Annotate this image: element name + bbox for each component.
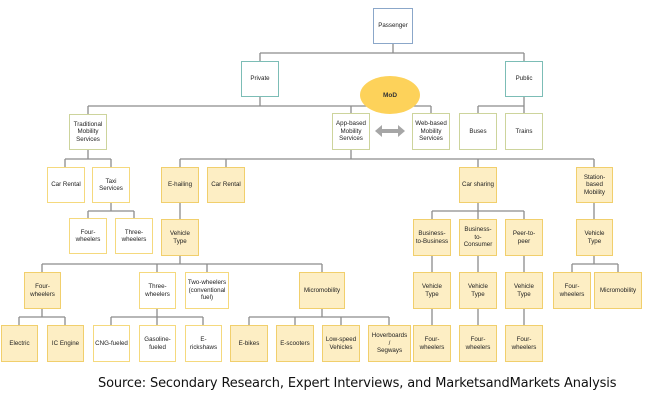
node-buses: Buses [459,113,497,150]
node-car-rental-app: Car Rental [207,167,245,203]
node-business-to-business: Business- to-Business [413,219,451,256]
node-e-hailing-four-wheelers: Four- wheelers [24,272,61,309]
node-station-based-mobility: Station- based Mobility [576,167,613,203]
node-e-hailing-vehicle-type: Vehicle Type [161,219,199,256]
node-taxi-four-wheelers: Four- wheelers [69,218,107,254]
node-car-rental-traditional: Car Rental [47,167,85,203]
node-web-based-mobility: Web-based Mobility Services [412,113,450,150]
node-b2b-four-wheelers: Four- wheelers [413,325,451,362]
connector [110,309,204,325]
connector [87,97,432,114]
node-taxi-services: Taxi Services [92,167,130,203]
node-trains: Trains [505,113,543,150]
node-business-to-consumer: Business- to- Consumer [459,219,497,256]
connector [179,150,595,167]
node-cng-fueled: CNG-fueled [93,325,130,362]
mod-ellipse: MoD [360,76,420,114]
node-peer-to-peer: Peer-to- peer [505,219,543,256]
node-traditional-mobility: Traditional Mobility Services [69,114,107,150]
connector [248,309,390,325]
connector [431,203,525,219]
node-e-hailing-three-wheelers: Three- wheelers [139,272,176,309]
node-low-speed-vehicles: Low-speed Vehicles [322,325,360,362]
connector [259,44,525,61]
node-two-wheelers: Two-wheelers (conventional fuel) [185,272,229,309]
node-e-rickshaws: E- rickshaws [185,325,222,362]
node-station-four-wheelers: Four- wheelers [553,272,591,309]
node-public: Public [505,61,543,97]
node-p2p-four-wheelers: Four- wheelers [505,325,543,362]
node-e-scooters: E-scooters [276,325,314,362]
node-taxi-three-wheelers: Three- wheelers [115,218,153,254]
node-ic-engine: IC Engine [47,325,84,362]
node-private: Private [241,61,279,97]
source-caption: Source: Secondary Research, Expert Inter… [98,376,617,391]
double-arrow-icon [375,125,405,137]
connector [18,309,66,325]
node-station-vehicle-type: Vehicle Type [576,219,613,256]
node-p2p-vehicle-type: Vehicle Type [505,272,543,309]
node-gasoline-fueled: Gasoline- fueled [139,325,176,362]
node-e-hailing: E-hailing [161,167,199,203]
node-car-sharing: Car sharing [459,167,497,203]
node-micromobility: Micromobility [299,272,345,309]
node-electric: Electric [1,325,38,362]
node-e-bikes: E-bikes [230,325,268,362]
node-b2c-vehicle-type: Vehicle Type [459,272,497,309]
node-station-micromobility: Micromobility [594,272,642,309]
connector [64,150,112,167]
node-passenger: Passenger [373,8,413,44]
node-app-based-mobility: App-based Mobility Services [332,113,370,150]
node-b2c-four-wheelers: Four- wheelers [459,325,497,362]
connector [431,256,525,325]
connector [87,203,135,218]
connector [477,97,525,113]
node-hoverboards-segways: Hoverboards / Segways [368,325,411,362]
connector [41,256,323,272]
connector [571,203,619,272]
node-b2b-vehicle-type: Vehicle Type [413,272,451,309]
